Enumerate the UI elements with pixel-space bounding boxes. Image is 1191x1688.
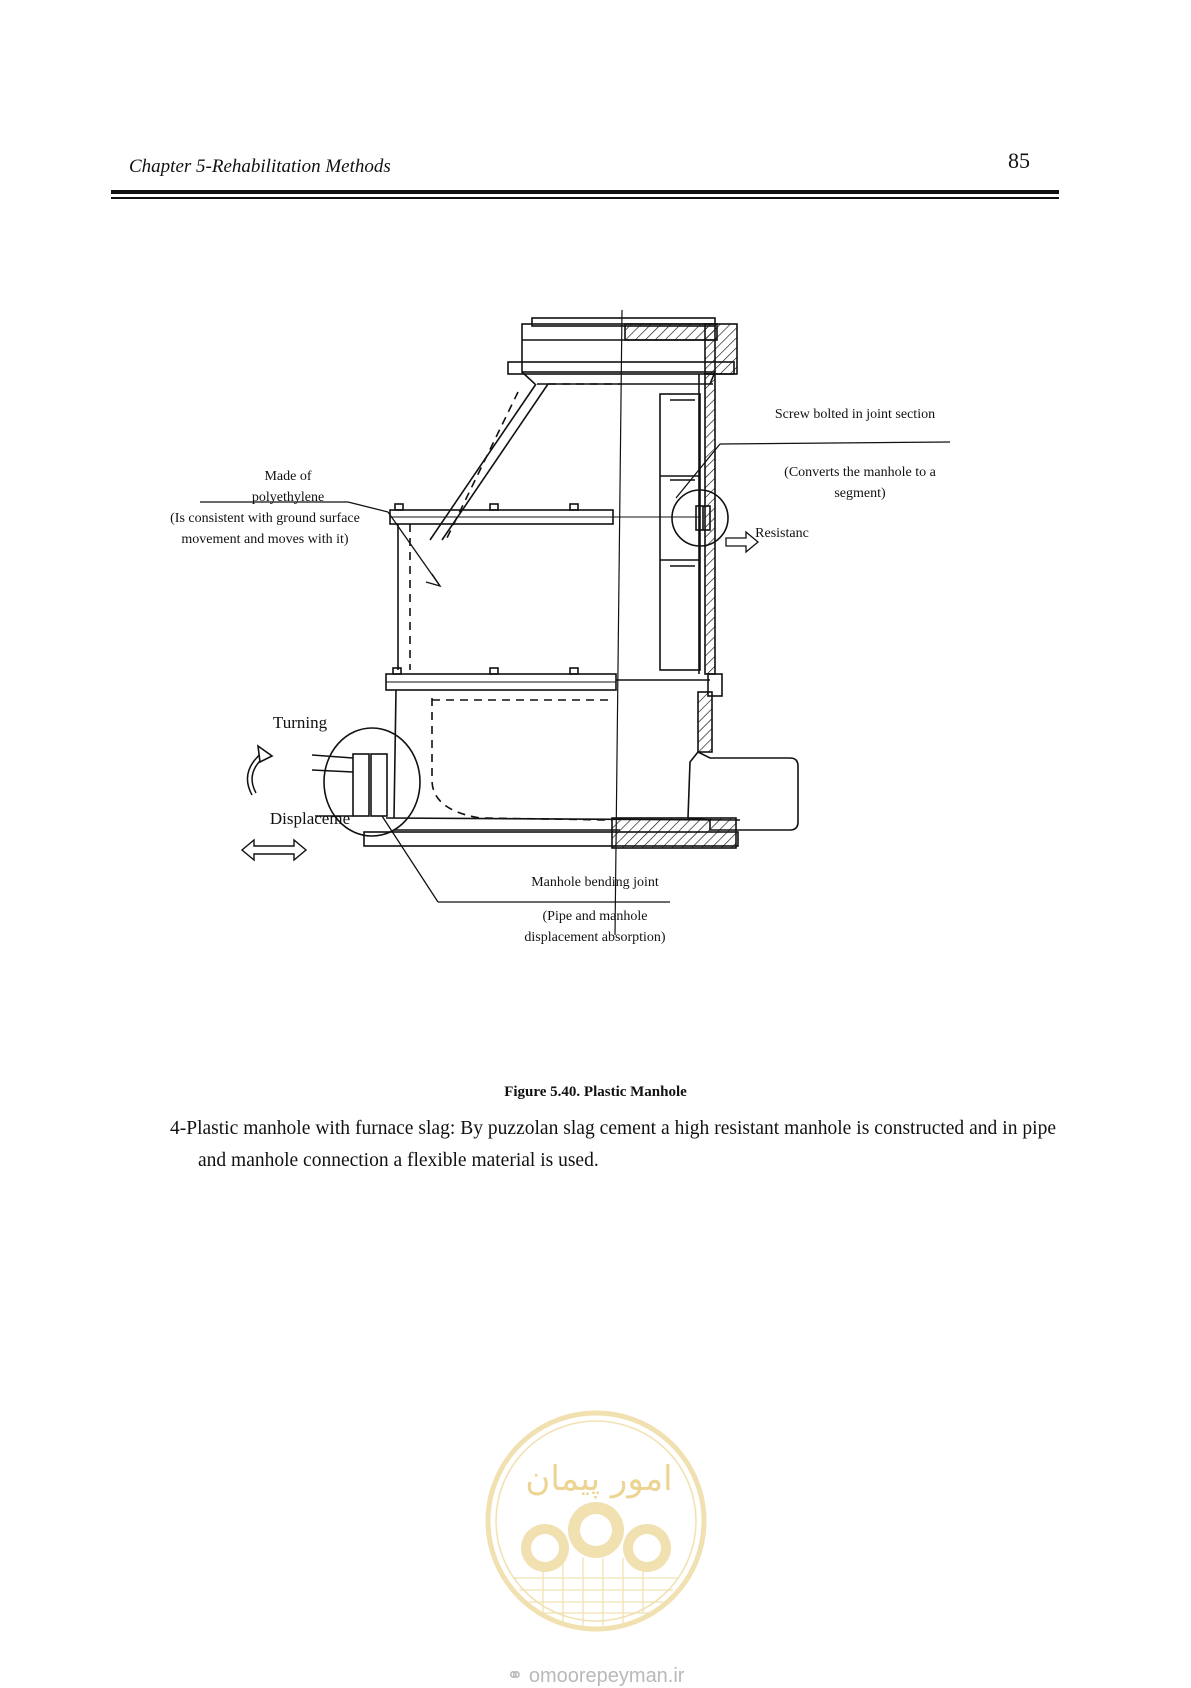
watermark-logo: امور پیمان xyxy=(485,1410,707,1632)
manhole-drawing xyxy=(200,310,951,936)
label-made-of: Made of xyxy=(264,469,312,484)
label-pipe-line2: displacement absorption) xyxy=(524,930,666,945)
page-number: 85 xyxy=(1008,148,1030,173)
label-polyethylene: polyethylene xyxy=(251,490,325,505)
watermark-site: ⚭ omoorepeyman.ir xyxy=(0,1663,1191,1688)
label-resistance: Resistanc xyxy=(755,526,809,541)
figure-caption: Figure 5.40. Plastic Manhole xyxy=(504,1084,687,1100)
globe-icon: ⚭ xyxy=(506,1665,524,1687)
label-pipe-line1: (Pipe and manhole xyxy=(542,909,648,924)
label-turning: Turning xyxy=(272,713,328,732)
manhole-figure: Screw bolted in joint section (Converts … xyxy=(170,310,951,945)
header-rule-thin xyxy=(111,197,1059,199)
label-converts-line1: (Converts the manhole to a xyxy=(784,465,936,480)
running-head: Chapter 5-Rehabilitation Methods xyxy=(129,156,391,177)
paragraph-text: 4-Plastic manhole with furnace slag: By … xyxy=(170,1118,1056,1171)
label-bending-joint: Manhole bending joint xyxy=(531,875,659,890)
label-screw-bolted: Screw bolted in joint section xyxy=(774,407,936,422)
watermark-logo-text: امور پیمان xyxy=(525,1459,672,1499)
body-paragraph: 4-Plastic manhole with furnace slag: By … xyxy=(170,1113,1056,1177)
label-displacement: Displaceme xyxy=(269,809,351,828)
label-consistent-line1: (Is consistent with ground surface xyxy=(170,511,360,526)
watermark-site-text: omoorepeyman.ir xyxy=(528,1665,685,1687)
header-rule-thick xyxy=(111,190,1059,194)
label-converts-line2: segment) xyxy=(834,486,886,501)
label-consistent-line2: movement and moves with it) xyxy=(181,532,349,547)
